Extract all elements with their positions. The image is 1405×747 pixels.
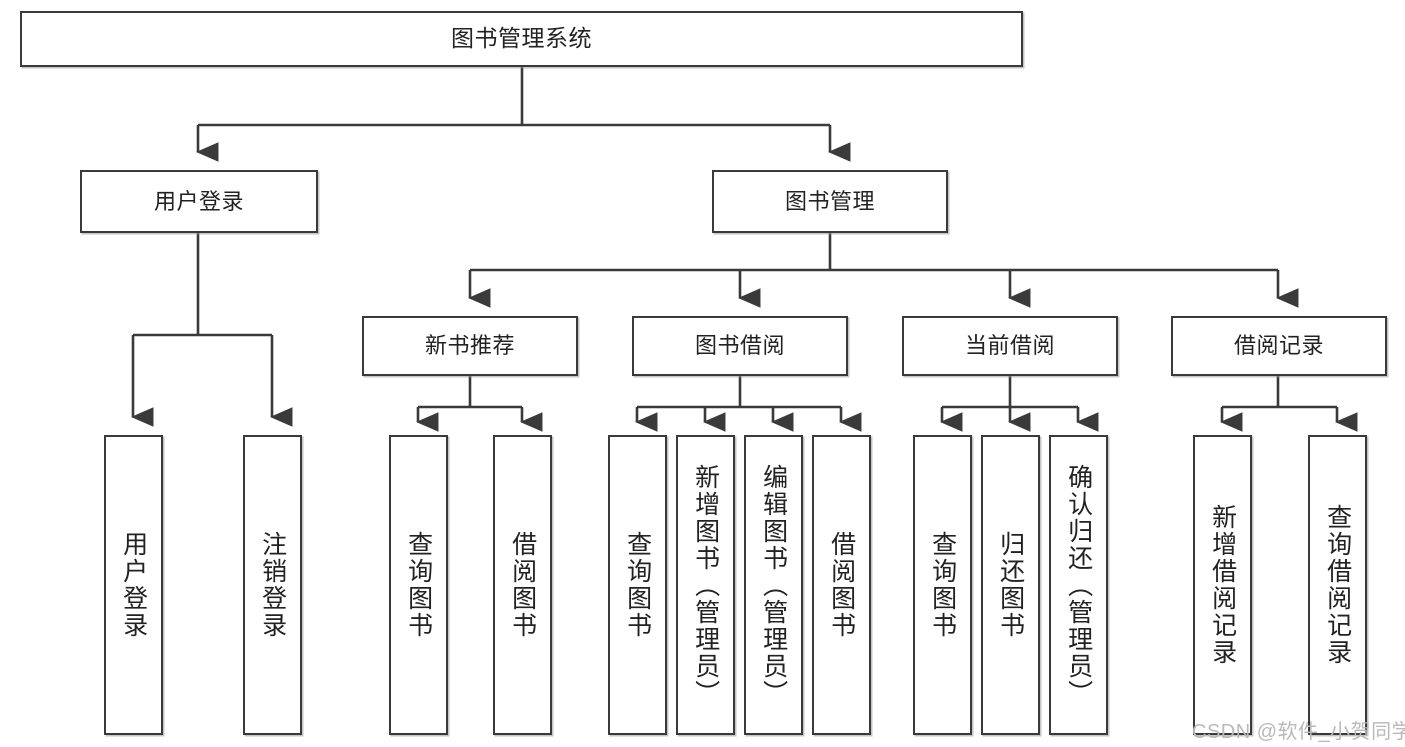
node-label: 借阅记录 <box>1233 333 1324 359</box>
node-current-borrow[interactable]: 当前借阅 <box>902 316 1118 376</box>
node-label: 查询图书 <box>928 531 957 639</box>
leaf-book-borrow-borrow[interactable]: 借阅图书 <box>812 435 871 735</box>
leaf-borrow-record-add[interactable]: 新增借阅记录 <box>1193 435 1252 735</box>
node-label: 归还图书 <box>996 531 1025 639</box>
leaf-current-borrow-query[interactable]: 查询图书 <box>913 435 972 735</box>
node-label: 编辑图书（管理员） <box>759 463 788 707</box>
node-label: 图书管理系统 <box>451 25 592 52</box>
node-label: 查询图书 <box>404 531 433 639</box>
leaf-user-login-logout[interactable]: 注销登录 <box>243 435 302 735</box>
node-label: 图书借阅 <box>694 333 785 359</box>
node-label: 用户登录 <box>119 531 148 639</box>
node-book-borrow[interactable]: 图书借阅 <box>632 316 848 376</box>
leaf-book-borrow-edit[interactable]: 编辑图书（管理员） <box>744 435 803 735</box>
leaf-new-book-borrow[interactable]: 借阅图书 <box>493 435 552 735</box>
leaf-current-borrow-return[interactable]: 归还图书 <box>981 435 1040 735</box>
node-label: 当前借阅 <box>964 333 1055 359</box>
node-borrow-record[interactable]: 借阅记录 <box>1171 316 1387 376</box>
node-label: 图书管理 <box>784 188 875 214</box>
node-label: 查询图书 <box>623 531 652 639</box>
node-book-management[interactable]: 图书管理 <box>712 170 948 233</box>
node-label: 确认归还（管理员） <box>1064 463 1093 707</box>
node-user-login[interactable]: 用户登录 <box>80 170 318 233</box>
node-label: 查询借阅记录 <box>1323 504 1352 666</box>
node-root-system[interactable]: 图书管理系统 <box>20 11 1023 67</box>
node-label: 新增图书（管理员） <box>691 463 720 707</box>
node-label: 借阅图书 <box>508 531 537 639</box>
leaf-new-book-query[interactable]: 查询图书 <box>389 435 448 735</box>
node-new-book-recommend[interactable]: 新书推荐 <box>362 316 578 376</box>
node-label: 新增借阅记录 <box>1208 504 1237 666</box>
leaf-borrow-record-query[interactable]: 查询借阅记录 <box>1308 435 1367 735</box>
leaf-user-login-login[interactable]: 用户登录 <box>104 435 163 735</box>
node-label: 注销登录 <box>258 531 287 639</box>
leaf-book-borrow-add[interactable]: 新增图书（管理员） <box>676 435 735 735</box>
node-label: 用户登录 <box>153 188 244 214</box>
leaf-current-borrow-confirm-return[interactable]: 确认归还（管理员） <box>1049 435 1108 735</box>
node-label: 借阅图书 <box>827 531 856 639</box>
leaf-book-borrow-query[interactable]: 查询图书 <box>608 435 667 735</box>
node-label: 新书推荐 <box>424 333 515 359</box>
